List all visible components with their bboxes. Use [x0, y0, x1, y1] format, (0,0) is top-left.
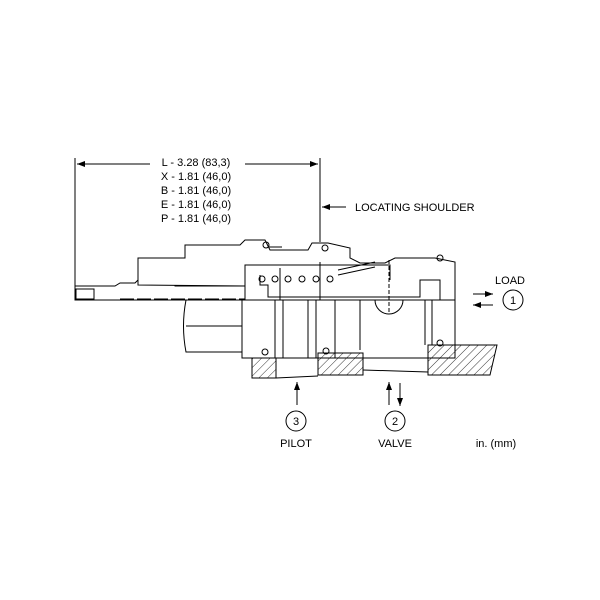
- pilot-label: PILOT: [280, 438, 312, 450]
- port-1-number: 1: [510, 295, 516, 307]
- dimension-e: E - 1.81 (46,0): [161, 199, 231, 211]
- units-label: in. (mm): [476, 438, 516, 450]
- o-ring: [262, 241, 270, 249]
- load-label: LOAD: [495, 275, 525, 287]
- dimension-l: L - 3.28 (83,3): [162, 157, 231, 169]
- port-3-number: 3: [293, 416, 299, 428]
- port-load: LOAD 1: [473, 275, 525, 311]
- cartridge-body: [74, 239, 456, 359]
- port-valve: 2 VALVE: [378, 382, 412, 450]
- valve-label: VALVE: [378, 438, 412, 450]
- manifold-section: [251, 344, 498, 379]
- length-dimension: [74, 158, 321, 288]
- o-ring: [436, 254, 444, 262]
- port-pilot: 3 PILOT: [280, 382, 312, 450]
- dimension-b: B - 1.81 (46,0): [161, 185, 231, 197]
- locating-shoulder-label: LOCATING SHOULDER: [355, 202, 475, 214]
- dimension-text: L - 3.28 (83,3) X - 1.81 (46,0) B - 1.81…: [161, 157, 231, 225]
- dimension-p: P - 1.81 (46,0): [161, 213, 231, 225]
- spring: [258, 275, 334, 283]
- o-ring: [321, 244, 329, 252]
- port-2-number: 2: [392, 416, 398, 428]
- dimension-x: X - 1.81 (46,0): [161, 171, 231, 183]
